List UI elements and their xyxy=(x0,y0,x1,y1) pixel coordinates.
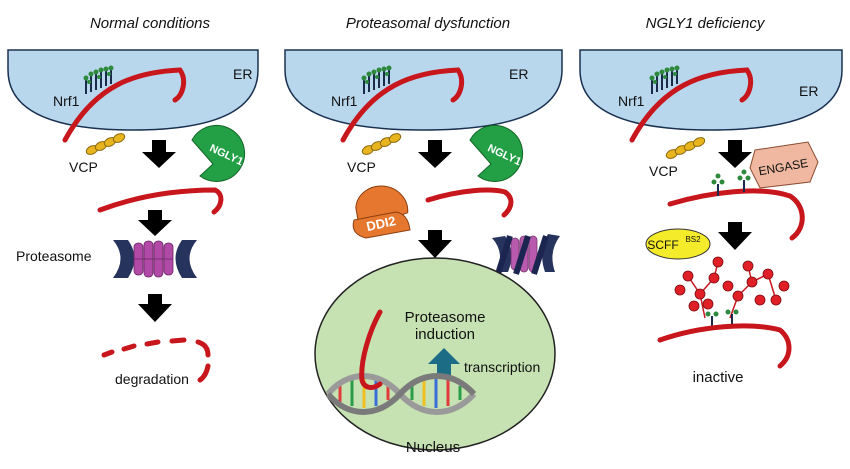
er-membrane xyxy=(7,49,259,131)
nrf1-protein xyxy=(62,67,187,143)
glycan-cluster xyxy=(649,65,680,94)
nrf1-ubiquitinated xyxy=(657,323,792,369)
down-arrow xyxy=(418,230,452,258)
ngly1-enzyme xyxy=(191,124,246,182)
panel-normal-conditions: ER Nrf1 VCP NGLY1 xyxy=(7,49,259,387)
vcp-label: VCP xyxy=(347,159,376,175)
scff-bs2 xyxy=(645,228,711,260)
down-arrow xyxy=(718,222,752,250)
down-arrow xyxy=(718,140,752,168)
er-membrane xyxy=(579,49,843,131)
nrf1-deglycosylated xyxy=(97,187,224,215)
vcp-label: VCP xyxy=(69,159,98,175)
nrf1-active-fragment xyxy=(359,309,383,390)
down-arrow xyxy=(418,140,452,168)
panel-ngly1-deficiency: ER Nrf1 VCP ENGASE xyxy=(579,49,843,386)
down-arrow xyxy=(138,210,172,236)
vcp-complex xyxy=(85,133,126,155)
small-glycans xyxy=(711,169,751,196)
nrf1-fragments xyxy=(101,337,211,383)
ddi2-label: DDI2 xyxy=(365,213,397,234)
transcription-arrow xyxy=(428,348,460,377)
scff-label: SCFF xyxy=(647,238,678,252)
nrf1-label: Nrf1 xyxy=(331,93,358,109)
degradation-label: degradation xyxy=(115,371,189,387)
ngly1-enzyme xyxy=(469,124,524,182)
panel-1-title: Normal conditions xyxy=(90,15,211,32)
proteasome-induction-line2: induction xyxy=(415,326,475,343)
inhibited-proteasome xyxy=(492,234,560,275)
engase-enzyme xyxy=(749,141,819,189)
glycan-cluster xyxy=(83,65,114,94)
er-label: ER xyxy=(233,66,252,82)
ddi2-body xyxy=(352,211,411,239)
nrf1-label: Nrf1 xyxy=(618,93,645,109)
proteasome-label: Proteasome xyxy=(16,248,92,264)
er-membrane xyxy=(284,49,563,131)
nrf1-protein xyxy=(340,67,465,143)
nrf1-protein xyxy=(629,67,754,143)
inactive-label: inactive xyxy=(693,369,744,386)
nucleus xyxy=(314,257,556,451)
panel-3-title: NGLY1 deficiency xyxy=(646,15,766,32)
vcp-complex xyxy=(361,133,402,155)
vcp-label: VCP xyxy=(649,163,678,179)
er-label: ER xyxy=(509,66,528,82)
transcription-label: transcription xyxy=(464,359,540,375)
er-label: ER xyxy=(799,83,818,99)
nucleus-label: Nucleus xyxy=(406,439,460,456)
nrf1-with-glycans xyxy=(667,188,805,241)
panel-2-title: Proteasomal dysfunction xyxy=(346,15,510,32)
ubiquitin-chains xyxy=(674,256,790,319)
down-arrow xyxy=(142,140,176,168)
proteasome xyxy=(113,240,197,278)
proteasome-induction-line1: Proteasome xyxy=(405,309,486,326)
nrf1-deglycosylated xyxy=(425,187,514,218)
glycan-cluster xyxy=(361,65,392,94)
down-arrow xyxy=(138,294,172,322)
scff-superscript: BS2 xyxy=(685,235,701,244)
nrf1-label: Nrf1 xyxy=(53,93,80,109)
vcp-complex xyxy=(665,137,706,159)
panel-proteasomal-dysfunction: ER Nrf1 VCP NGLY1 DDI2 xyxy=(284,49,563,456)
